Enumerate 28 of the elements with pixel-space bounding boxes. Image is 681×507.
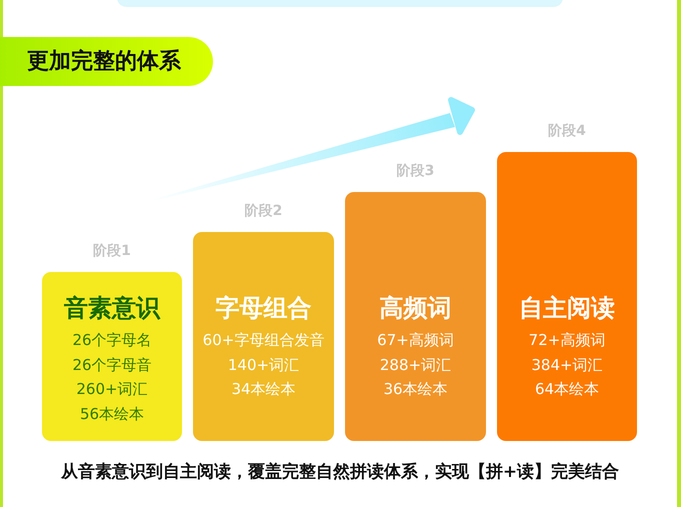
stage-detail: 140+词汇 [228, 354, 300, 376]
stage-detail: 384+词汇 [531, 354, 603, 376]
stage-detail: 36本绘本 [383, 379, 448, 400]
stage-detail: 26个字母音 [72, 354, 152, 376]
stage-title: 音素意识 [64, 293, 160, 323]
stage-detail: 260+词汇 [76, 379, 148, 400]
stage-box [42, 272, 182, 441]
section-heading: 更加完整的体系 [27, 48, 181, 74]
stage-label: 阶段2 [244, 202, 282, 220]
stage-detail: 56本绘本 [80, 404, 144, 424]
stage-detail: 34本绘本 [231, 379, 296, 400]
stage-title: 高频词 [380, 293, 452, 323]
stage-detail: 26个字母名 [72, 330, 152, 351]
stage-box [345, 192, 486, 441]
stage-detail: 60+字母组合发音 [202, 330, 324, 351]
stage-title: 字母组合 [216, 293, 312, 323]
stage-label: 阶段1 [93, 242, 131, 260]
stage-detail: 72+高频词 [528, 330, 606, 351]
stage-detail: 67+高频词 [377, 330, 454, 351]
stage-label: 阶段4 [548, 122, 586, 140]
stage-detail: 64本绘本 [534, 379, 600, 400]
stage-box [193, 232, 334, 441]
stage-title: 自主阅读 [519, 293, 615, 323]
stage-box [497, 152, 637, 441]
stage-detail: 288+词汇 [380, 354, 452, 376]
stage-label: 阶段3 [396, 162, 434, 180]
caption-text: 从音素意识到自主阅读，覆盖完整自然拼读体系，实现【拼+读】完美结合 [60, 461, 620, 483]
section-tab [0, 37, 213, 86]
